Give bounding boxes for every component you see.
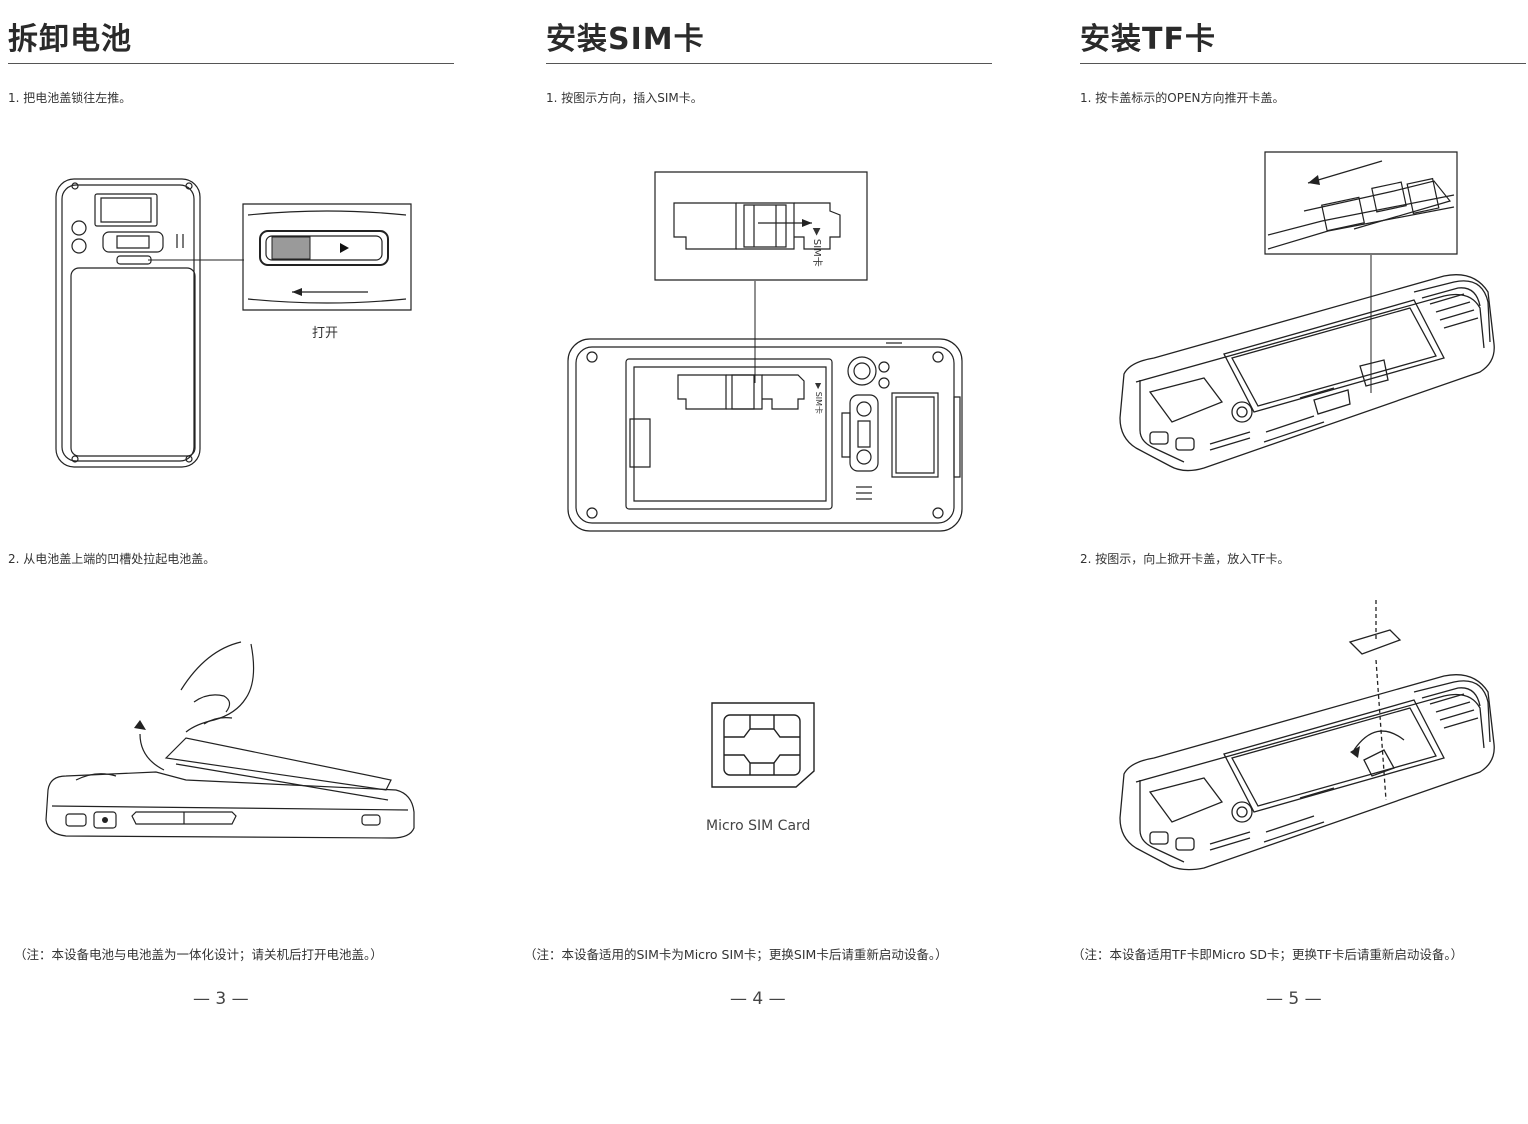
title-rule — [8, 63, 454, 64]
micro-sim-card-label: Micro SIM Card — [706, 818, 811, 834]
sim-slot-label: ▶ SIM卡 — [811, 228, 822, 267]
page-title: 安装TF卡 — [1080, 22, 1216, 57]
phone-tf-slot-illustration — [1114, 262, 1498, 472]
page-title: 拆卸电池 — [8, 22, 132, 57]
tf-card-insert-illustration — [1114, 600, 1498, 872]
sim-slot-label-small: ▶ SIM卡 — [814, 383, 823, 415]
note-text: （注：本设备电池与电池盖为一体化设计；请关机后打开电池盖。） — [14, 947, 383, 962]
callout-line — [148, 255, 248, 265]
step-1-text: 1. 把电池盖锁往左推。 — [8, 91, 132, 105]
note-text: （注：本设备适用的SIM卡为Micro SIM卡；更换SIM卡后请重新启动设备。… — [524, 947, 948, 962]
title-rule — [1080, 63, 1526, 64]
phone-back-illustration — [53, 176, 213, 471]
step-2-text: 2. 从电池盖上端的凹槽处拉起电池盖。 — [8, 552, 216, 566]
sim-slot-zoom-box — [654, 171, 868, 281]
step-1-text: 1. 按卡盖标示的OPEN方向推开卡盖。 — [1080, 91, 1285, 105]
page-4: 安装SIM卡 1. 按图示方向，插入SIM卡。 ▶ SIM卡 — [524, 0, 992, 1124]
phone-sim-slot-illustration — [566, 337, 964, 533]
note-text: （注：本设备适用TF卡即Micro SD卡；更换TF卡后请重新启动设备。） — [1072, 947, 1464, 962]
page-5: 安装TF卡 1. 按卡盖标示的OPEN方向推开卡盖。 — [1072, 0, 1526, 1124]
page-title: 安装SIM卡 — [546, 22, 705, 57]
page-number: — 4 — — [730, 989, 786, 1009]
step-2-text: 2. 按图示，向上掀开卡盖，放入TF卡。 — [1080, 552, 1290, 566]
page-number: — 5 — — [1266, 989, 1322, 1009]
lock-zoom-box — [242, 203, 412, 311]
callout-line — [1366, 255, 1376, 395]
micro-sim-card-icon — [710, 701, 816, 789]
tf-cover-zoom-box — [1264, 151, 1458, 255]
step-1-text: 1. 按图示方向，插入SIM卡。 — [546, 91, 703, 105]
page-3: 拆卸电池 1. 把电池盖锁往左推。 — [8, 0, 454, 1124]
open-label: 打开 — [312, 326, 339, 341]
callout-line — [750, 281, 760, 385]
battery-cover-lift-illustration — [36, 640, 431, 845]
title-rule — [546, 63, 992, 64]
page-number: — 3 — — [193, 989, 249, 1009]
